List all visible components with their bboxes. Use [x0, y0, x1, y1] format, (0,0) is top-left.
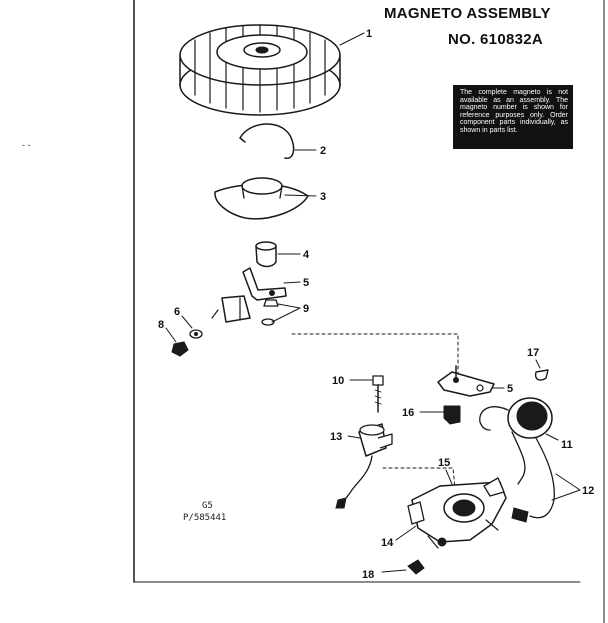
- callout-2: 2: [320, 145, 326, 157]
- breaker-arm-part: [211, 267, 287, 323]
- part-reference: P/585441: [183, 513, 227, 523]
- leader-line-18: [381, 569, 407, 573]
- wire-clip-part: [534, 369, 549, 381]
- assembly-number: NO. 610832A: [448, 31, 544, 48]
- callout-8: 8: [158, 319, 164, 331]
- callout-9: 9: [303, 303, 309, 315]
- screw-part-9: [261, 299, 279, 326]
- callout-17: 17: [527, 347, 539, 359]
- magneto-housing-part: [407, 477, 507, 549]
- callout-18: 18: [362, 569, 374, 581]
- callout-14: 14: [381, 537, 394, 549]
- leader-line-17: [535, 359, 541, 369]
- flywheel-part: [179, 24, 341, 116]
- screw-part-10: [372, 375, 384, 413]
- leader-line-1: [339, 32, 365, 46]
- leader-line-15: [445, 469, 453, 485]
- callout-12: 12: [582, 485, 594, 497]
- ignition-coil-part: [479, 397, 555, 523]
- spring-clip-part: [239, 123, 295, 160]
- callout-5: 5: [303, 277, 309, 289]
- dashed-guide-upper: [291, 333, 459, 376]
- callout-1: 1: [366, 28, 372, 40]
- diagram-title: MAGNETO ASSEMBLY: [384, 5, 551, 22]
- leader-line-12: [551, 473, 581, 501]
- point-part: [443, 405, 461, 425]
- callout-13: 13: [330, 431, 342, 443]
- callout-4: 4: [303, 249, 310, 261]
- leader-line-13: [347, 435, 361, 439]
- cover-part: [214, 177, 309, 220]
- leader-line-9: [271, 303, 301, 323]
- drawing-code: G5: [202, 501, 213, 511]
- nut-part-8: [171, 341, 189, 357]
- callout-10: 10: [332, 375, 344, 387]
- callout-3: 3: [320, 191, 326, 203]
- leader-line-6: [181, 315, 193, 329]
- leader-line-5a: [283, 281, 301, 284]
- bushing-part: [255, 241, 277, 268]
- leader-line-14: [395, 525, 417, 541]
- condenser-part: [335, 423, 393, 509]
- nut-part-6: [189, 329, 203, 339]
- callout-5b: 5: [507, 383, 513, 395]
- availability-note-text: The complete magneto is not available as…: [460, 89, 568, 134]
- leader-line-8: [165, 327, 177, 343]
- callout-11: 11: [561, 439, 573, 451]
- stray-mark-left: - -: [22, 140, 31, 150]
- leader-line-11: [545, 433, 559, 441]
- callout-6: 6: [174, 306, 180, 318]
- breaker-plate-part: [437, 365, 495, 397]
- leader-line-3: [284, 194, 317, 197]
- small-fastener-part: [407, 559, 425, 575]
- availability-note: The complete magneto is not available as…: [453, 85, 573, 149]
- callout-15: 15: [438, 457, 450, 469]
- callout-16: 16: [402, 407, 414, 419]
